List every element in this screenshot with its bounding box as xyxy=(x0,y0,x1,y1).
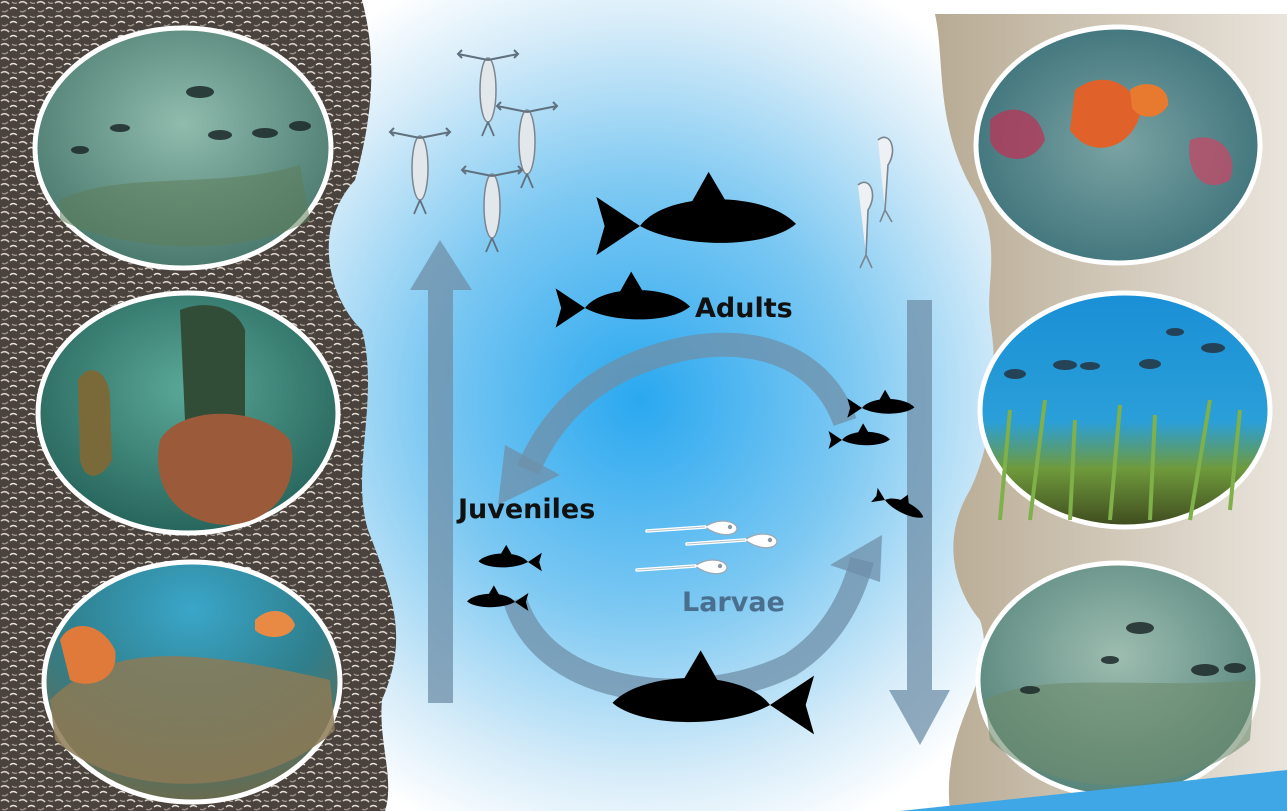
habitat-photo-right-1 xyxy=(976,27,1260,263)
habitat-photo-right-2 xyxy=(980,293,1270,527)
habitat-photo-left-2 xyxy=(38,293,338,533)
habitat-photo-left-1 xyxy=(35,28,331,268)
habitat-photo-left-3 xyxy=(44,562,340,802)
habitat-photo-right-3 xyxy=(978,563,1258,797)
label-adults: Adults xyxy=(695,293,793,324)
label-larvae: Larvae xyxy=(682,587,785,618)
label-juveniles: Juveniles xyxy=(456,494,595,525)
